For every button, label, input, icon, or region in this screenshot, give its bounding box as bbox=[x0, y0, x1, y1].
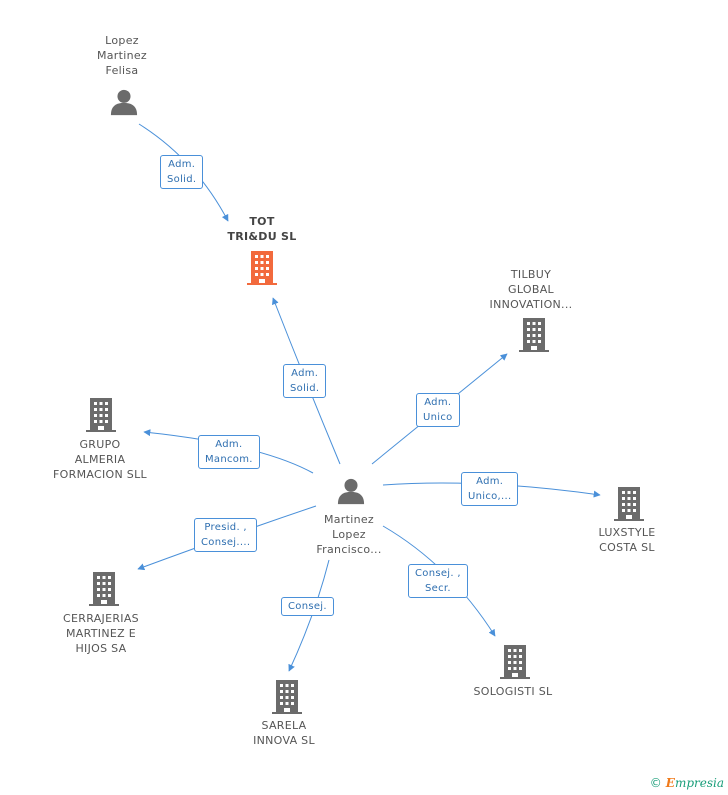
node-label-grupo-almeria[interactable]: GRUPO ALMERIA FORMACION SLL bbox=[53, 438, 147, 481]
node-label-sarela[interactable]: SARELA INNOVA SL bbox=[253, 719, 315, 747]
node-label-luxstyle[interactable]: LUXSTYLE COSTA SL bbox=[598, 526, 656, 554]
node-label-sologisti[interactable]: SOLOGISTI SL bbox=[473, 685, 553, 698]
edge-label-martinez-to-luxstyle[interactable]: Adm. Unico,... bbox=[461, 472, 519, 506]
building-icon[interactable] bbox=[272, 680, 302, 714]
person-icon[interactable] bbox=[337, 478, 365, 505]
edge-label-felisa-to-tot[interactable]: Adm. Solid. bbox=[160, 155, 204, 189]
building-icon[interactable] bbox=[89, 572, 119, 606]
edge-label-martinez-to-grupo[interactable]: Adm. Mancom. bbox=[198, 435, 260, 469]
building-icon[interactable] bbox=[500, 645, 530, 679]
edges bbox=[137, 123, 601, 672]
node-label-martinez-lopez[interactable]: Martinez Lopez Francisco... bbox=[316, 513, 382, 556]
brand-initial: E bbox=[665, 776, 675, 790]
person-icon[interactable] bbox=[110, 89, 138, 116]
building-icon[interactable] bbox=[614, 487, 644, 521]
node-label-cerrajerias[interactable]: CERRAJERIAS MARTINEZ E HIJOS SA bbox=[63, 612, 139, 655]
brand-name: mpresia bbox=[674, 776, 724, 790]
node-label-lopez-martinez-felisa[interactable]: Lopez Martinez Felisa bbox=[96, 34, 148, 77]
building-icon[interactable] bbox=[86, 398, 116, 432]
edge-label-martinez-to-tilbuy[interactable]: Adm. Unico bbox=[416, 393, 460, 427]
empresia-logo: ©Empresia bbox=[650, 776, 724, 790]
edge-label-martinez-to-sarela[interactable]: Consej. bbox=[281, 597, 334, 616]
building-icon[interactable] bbox=[519, 318, 549, 352]
building-icon[interactable] bbox=[247, 251, 277, 285]
edge-label-martinez-to-sologisti[interactable]: Consej. , Secr. bbox=[408, 564, 468, 598]
edge-label-martinez-to-tot[interactable]: Adm. Solid. bbox=[283, 364, 327, 398]
node-label-tilbuy[interactable]: TILBUY GLOBAL INNOVATION... bbox=[489, 268, 573, 311]
copyright-icon: © bbox=[649, 776, 662, 790]
edge-label-martinez-to-cerrajerias[interactable]: Presid. , Consej.... bbox=[194, 518, 258, 552]
node-label-tot-tridu[interactable]: TOT TRI&DU SL bbox=[227, 215, 297, 243]
